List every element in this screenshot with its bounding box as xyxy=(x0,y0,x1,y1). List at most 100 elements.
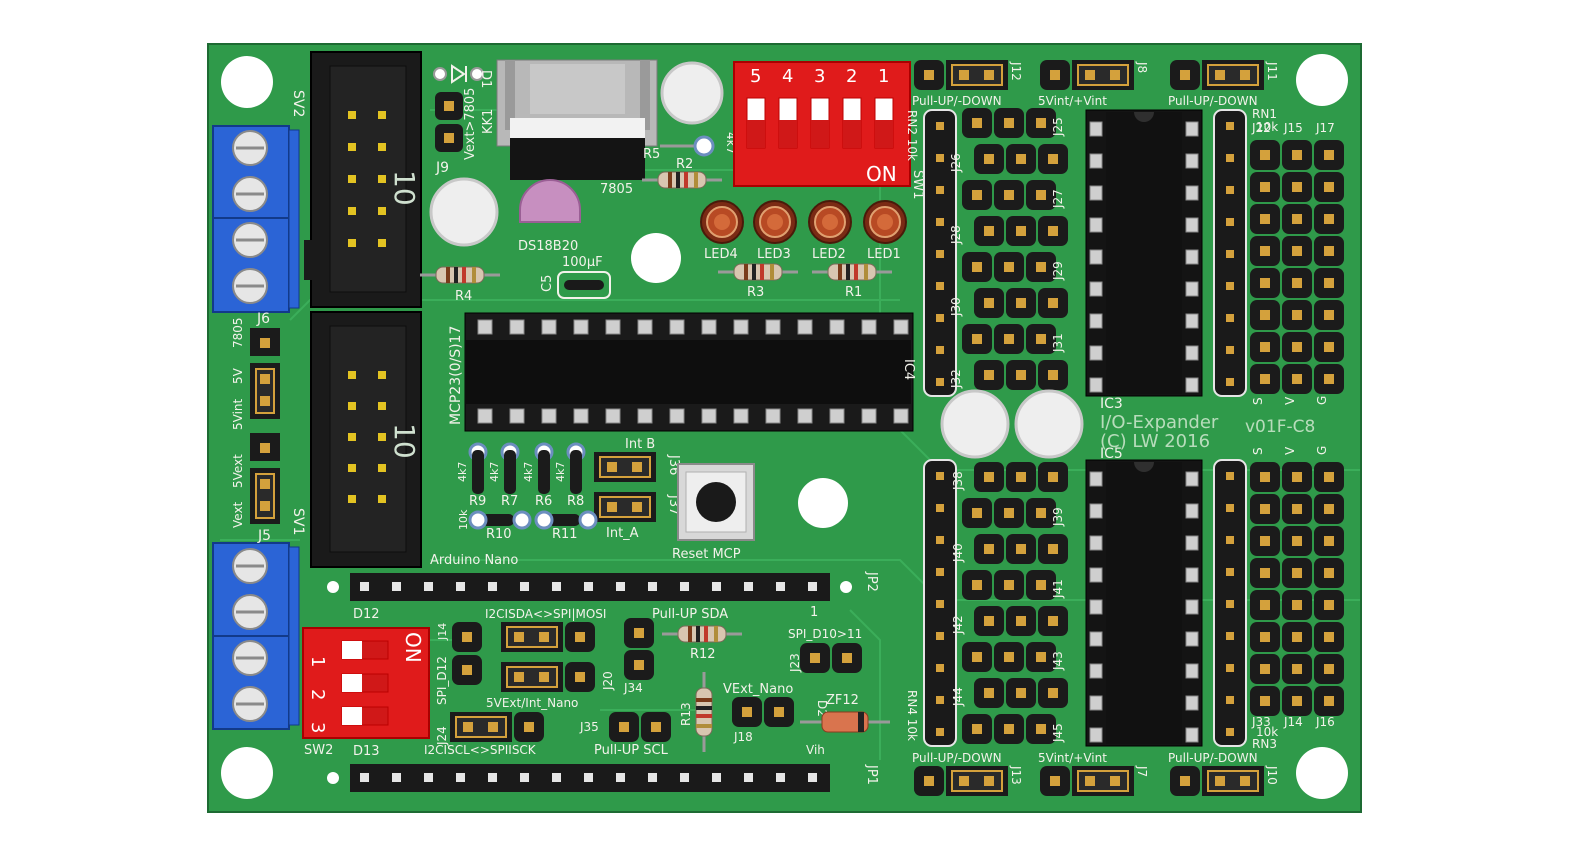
nano-pin xyxy=(616,582,625,591)
pullup-scl-label: Pull-UP SCL xyxy=(594,743,669,758)
sw1-toggle[interactable] xyxy=(842,97,862,149)
nano-pin xyxy=(776,773,785,782)
j6-label: J6 xyxy=(256,311,270,327)
header-pin xyxy=(1282,332,1312,362)
ic4-pin xyxy=(733,319,749,335)
jumper-ref-label: J8 xyxy=(1135,61,1149,73)
nano-pin xyxy=(584,773,593,782)
ic-pin xyxy=(1185,313,1199,329)
j36-int-b-jumper[interactable] xyxy=(594,452,656,482)
j20-jumper[interactable] xyxy=(501,662,563,692)
j37-int-a-jumper[interactable] xyxy=(594,492,656,522)
header-column-label: J22 xyxy=(1251,121,1271,135)
sw1-toggle[interactable] xyxy=(746,97,766,149)
j11-jumper[interactable] xyxy=(1202,60,1264,90)
box-pin xyxy=(348,143,356,151)
sw2-label: SW2 xyxy=(304,743,333,758)
ic4-pin xyxy=(669,408,685,424)
heatsink-7805 xyxy=(496,59,658,180)
capacitor-right-a xyxy=(940,389,1010,459)
resistor-network xyxy=(923,109,957,397)
mount-hole xyxy=(1296,54,1348,106)
box-pin xyxy=(348,207,356,215)
j6-jumper[interactable] xyxy=(250,328,280,419)
ic4-ref-label: IC4 xyxy=(901,359,916,380)
header-pin xyxy=(1314,654,1344,684)
nano-pin xyxy=(776,582,785,591)
ic-pin xyxy=(1185,599,1199,615)
box-pin xyxy=(378,433,386,441)
header-pin xyxy=(914,766,944,796)
int-a-label: Int_A xyxy=(606,526,639,541)
ic3-chip xyxy=(1085,109,1203,397)
box-pin xyxy=(378,175,386,183)
header-pin xyxy=(1040,766,1070,796)
led-label: LED4 xyxy=(704,247,738,262)
header-pin xyxy=(994,714,1024,744)
header-pin xyxy=(962,180,992,210)
sv1-label: SV1 xyxy=(290,508,306,535)
screw-icon xyxy=(232,176,268,212)
board-version: v01F-C8 xyxy=(1245,417,1315,437)
j24-jumper[interactable] xyxy=(450,712,512,742)
ic4-pin xyxy=(765,408,781,424)
mount-hole xyxy=(798,478,848,528)
box-pin xyxy=(348,175,356,183)
sw2-position-label: 3 xyxy=(307,722,328,733)
nano-pin xyxy=(744,773,753,782)
header-pin xyxy=(974,288,1004,318)
header-pin xyxy=(1006,144,1036,174)
header-pin xyxy=(1038,462,1068,492)
j8-jumper[interactable] xyxy=(1072,60,1134,90)
j13-jumper[interactable] xyxy=(946,766,1008,796)
sw2-toggle[interactable] xyxy=(341,673,389,693)
box-pin xyxy=(378,464,386,472)
j35-label: J35 xyxy=(579,720,599,734)
reset-button[interactable] xyxy=(677,463,755,541)
j23-header-pin xyxy=(832,643,862,673)
j19-jumper[interactable] xyxy=(501,622,563,652)
ic-pin xyxy=(1089,535,1103,551)
sw1-toggle[interactable] xyxy=(874,97,894,149)
j10-jumper[interactable] xyxy=(1202,766,1264,796)
nano-pin xyxy=(552,773,561,782)
sw2-toggle[interactable] xyxy=(341,706,389,726)
header-pin xyxy=(1282,558,1312,588)
sw1-toggle[interactable] xyxy=(810,97,830,149)
header-pin xyxy=(914,60,944,90)
j12-jumper[interactable] xyxy=(946,60,1008,90)
header-pin xyxy=(1250,236,1280,266)
right-labels: J12Pull-UP/-DOWNJ85Vint/+VintJ11Pull-UP/… xyxy=(905,61,1335,785)
header-pin xyxy=(1250,622,1280,652)
j7-jumper[interactable] xyxy=(1072,766,1134,796)
sw1-position-label: 3 xyxy=(814,66,825,87)
header-pin xyxy=(1026,324,1056,354)
sw2-on-label: ON xyxy=(401,632,425,663)
nano-pin xyxy=(360,773,369,782)
header-pin xyxy=(962,714,992,744)
header-pin xyxy=(994,498,1024,528)
jumper-ref-label: J31 xyxy=(1051,333,1065,353)
sw1-toggle[interactable] xyxy=(778,97,798,149)
ic-pin xyxy=(1089,377,1103,393)
resistor-value: 4k7 xyxy=(554,462,567,482)
header-row-label: S xyxy=(1251,447,1265,455)
sw2-keys[interactable]: 123 xyxy=(307,640,389,733)
reg-7805-label: 7805 xyxy=(600,182,633,197)
r1-label: R1 xyxy=(845,285,862,300)
j9-header[interactable] xyxy=(435,92,463,152)
j5-jumper[interactable] xyxy=(250,433,280,524)
header-pin xyxy=(1038,534,1068,564)
ic3-ic5-pins xyxy=(1089,121,1199,743)
header-pin xyxy=(1314,494,1344,524)
ic-pin xyxy=(1089,695,1103,711)
header-pin xyxy=(1038,288,1068,318)
d12-label: D12 xyxy=(353,607,380,622)
middle-jumpers[interactable] xyxy=(450,618,862,742)
sw2-toggle[interactable] xyxy=(341,640,389,660)
ic-pin xyxy=(1089,567,1103,583)
ic-pin xyxy=(1089,471,1103,487)
